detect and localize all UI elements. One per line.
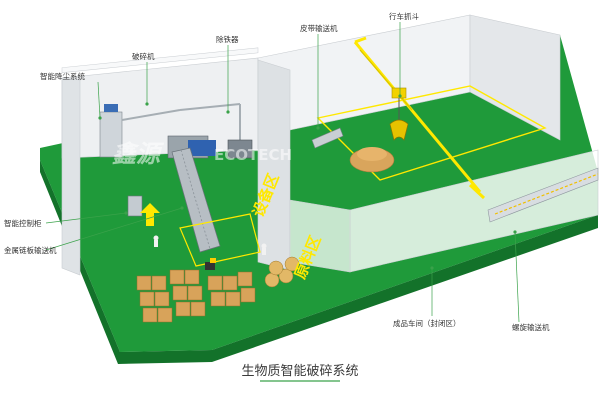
label-finished-workshop: 成品车间（封闭区）	[393, 318, 461, 328]
iron-remover-machine	[227, 139, 253, 159]
equipment-zone-marking	[179, 213, 261, 267]
partition-wall	[257, 59, 291, 271]
right-room-far-wall	[469, 14, 561, 141]
worker-icon	[153, 235, 159, 241]
watermark-en: ECOTECH	[214, 146, 292, 164]
label-crusher: 破碎机	[132, 51, 155, 61]
forklift-icon	[205, 258, 216, 270]
direction-arrow-icon	[140, 203, 160, 226]
wall-top-left	[61, 47, 259, 73]
label-screw-conveyor: 螺旋输送机	[512, 322, 550, 332]
label-belt-conveyor: 皮带输送机	[300, 23, 338, 33]
label-control-cabinet: 智能控制柜	[4, 218, 42, 228]
left-room-left-wall	[61, 77, 81, 276]
belt-conveyor-shape	[311, 127, 344, 149]
raw-material-pallets	[136, 269, 256, 323]
dust-removal-unit	[99, 103, 241, 158]
label-iron-remover: 除铁器	[216, 34, 239, 44]
label-chain-conveyor: 金属链板输送机	[4, 245, 57, 255]
front-glass-wall-side	[289, 199, 351, 273]
grab-crane	[353, 36, 486, 200]
watermark-cn: 鑫源	[112, 140, 165, 168]
diagram-caption: 生物质智能破碎系统	[241, 364, 358, 379]
floor-edge	[40, 160, 598, 364]
label-grab-crane: 行车抓斗	[389, 11, 419, 21]
label-dust-removal-system: 智能降尘系统	[40, 71, 85, 81]
grab-bucket	[389, 119, 409, 141]
round-bales	[264, 256, 300, 288]
worker-icon	[261, 243, 267, 249]
control-cabinet-shape	[127, 195, 143, 217]
